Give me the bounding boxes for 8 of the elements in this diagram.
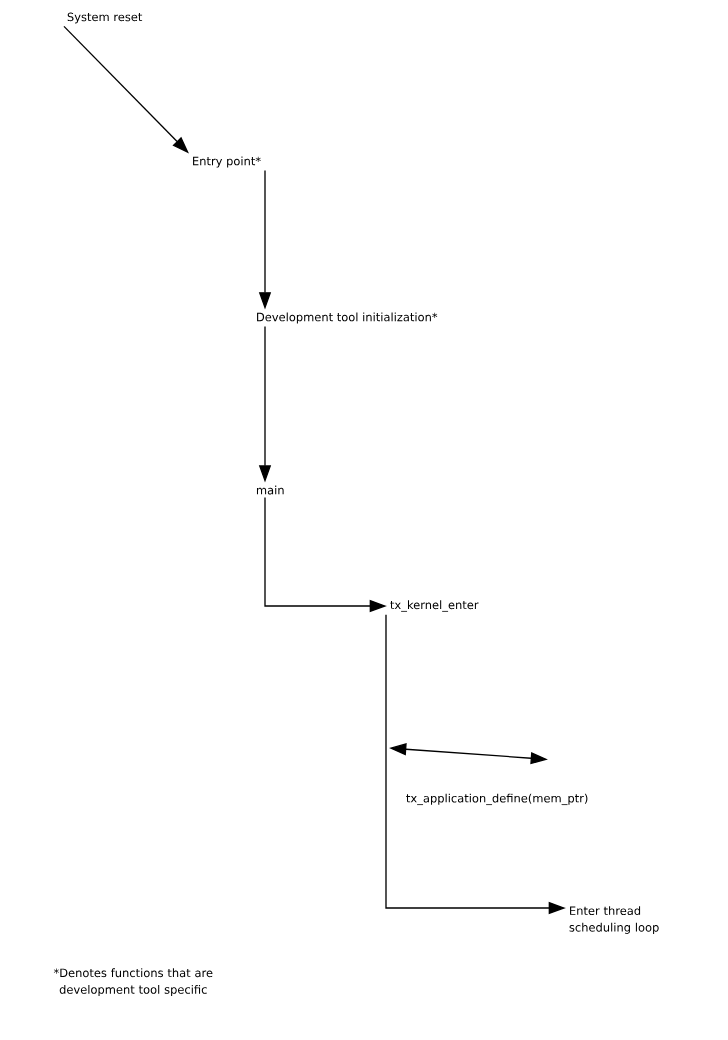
- node-text: main: [257, 485, 284, 495]
- footnote: *Denotes functions that are development tool specific: [53, 968, 213, 997]
- node-text: Entry point*: [193, 156, 261, 168]
- node-text: Enter thread scheduling loop: [569, 906, 659, 934]
- node-text: tx_application_define(mem_ptr): [406, 793, 588, 806]
- node-text: tx_kernel_enter: [390, 600, 479, 612]
- node-text: Development tool initialization*: [257, 312, 438, 324]
- node-text: System reset: [67, 12, 143, 24]
